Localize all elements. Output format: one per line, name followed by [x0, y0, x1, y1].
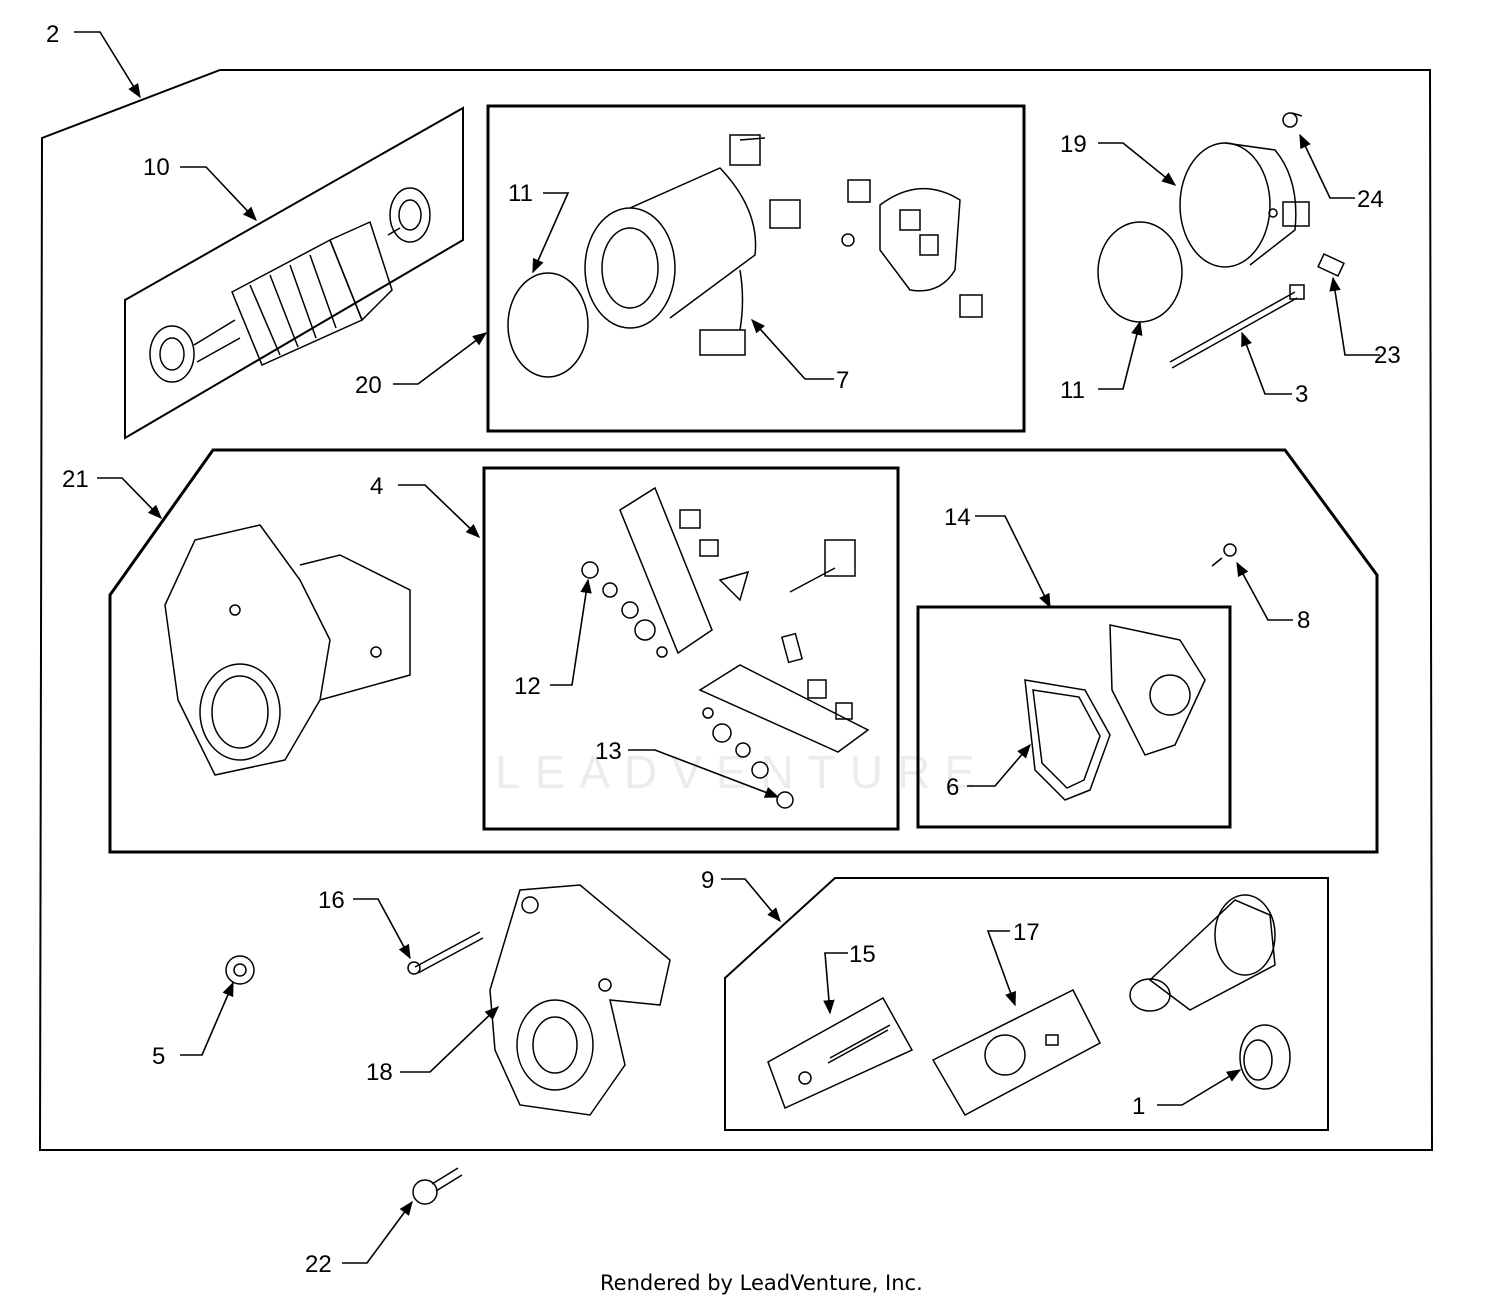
callout-11-yoke: 11 — [508, 180, 533, 207]
solenoid-group-frame — [108, 448, 1379, 854]
clutch-frame — [724, 877, 1329, 1131]
callout-13: 13 — [595, 738, 622, 765]
armature-frame — [124, 106, 464, 440]
callout-12: 12 — [514, 673, 541, 700]
contact-kit-frame — [482, 466, 900, 831]
yoke-frame — [486, 104, 1026, 433]
callout-2: 2 — [46, 21, 59, 48]
callout-4: 4 — [370, 473, 383, 500]
cover-gasket-drawing — [1024, 543, 1237, 801]
rear-cover-drawing — [1097, 112, 1345, 369]
cover-kit-frame — [916, 605, 1232, 829]
callout-21: 21 — [62, 466, 89, 493]
callout-15: 15 — [849, 941, 876, 968]
brush-holder-drawing — [841, 179, 983, 318]
callout-23: 23 — [1374, 342, 1401, 369]
clutch-drawing — [767, 894, 1291, 1117]
drive-housing-drawing — [407, 884, 671, 1116]
callout-3: 3 — [1295, 381, 1308, 408]
callout-9: 9 — [701, 867, 714, 894]
callout-24: 24 — [1357, 186, 1384, 213]
yoke-drawing — [507, 134, 801, 378]
callout-20: 20 — [355, 372, 382, 399]
solenoid-housing-drawing — [164, 524, 411, 776]
callout-labels: 2 10 11 20 7 19 24 23 3 11 21 4 12 13 14… — [46, 21, 1401, 1278]
contact-kit-drawing — [581, 486, 870, 809]
watermark-text: LEADVENTURE — [495, 746, 989, 798]
callout-6: 6 — [946, 774, 959, 801]
callout-14: 14 — [944, 504, 971, 531]
callout-22: 22 — [305, 1251, 332, 1278]
callout-7: 7 — [836, 367, 849, 394]
leader-lines — [74, 31, 1380, 1264]
callout-18: 18 — [366, 1059, 393, 1086]
callout-8: 8 — [1297, 607, 1310, 634]
callout-19: 19 — [1060, 131, 1087, 158]
callout-5: 5 — [152, 1043, 165, 1070]
callout-17: 17 — [1013, 919, 1040, 946]
callout-11-cover: 11 — [1060, 377, 1085, 404]
bolt-drawing — [412, 1167, 463, 1205]
main-assembly-frame — [38, 69, 1434, 1151]
armature-drawing — [149, 187, 431, 383]
footer-credit: Rendered by LeadVenture, Inc. — [600, 1271, 923, 1295]
callout-1: 1 — [1132, 1093, 1145, 1120]
callout-10: 10 — [143, 154, 170, 181]
callout-16: 16 — [318, 887, 345, 914]
nut-drawing — [225, 955, 255, 985]
